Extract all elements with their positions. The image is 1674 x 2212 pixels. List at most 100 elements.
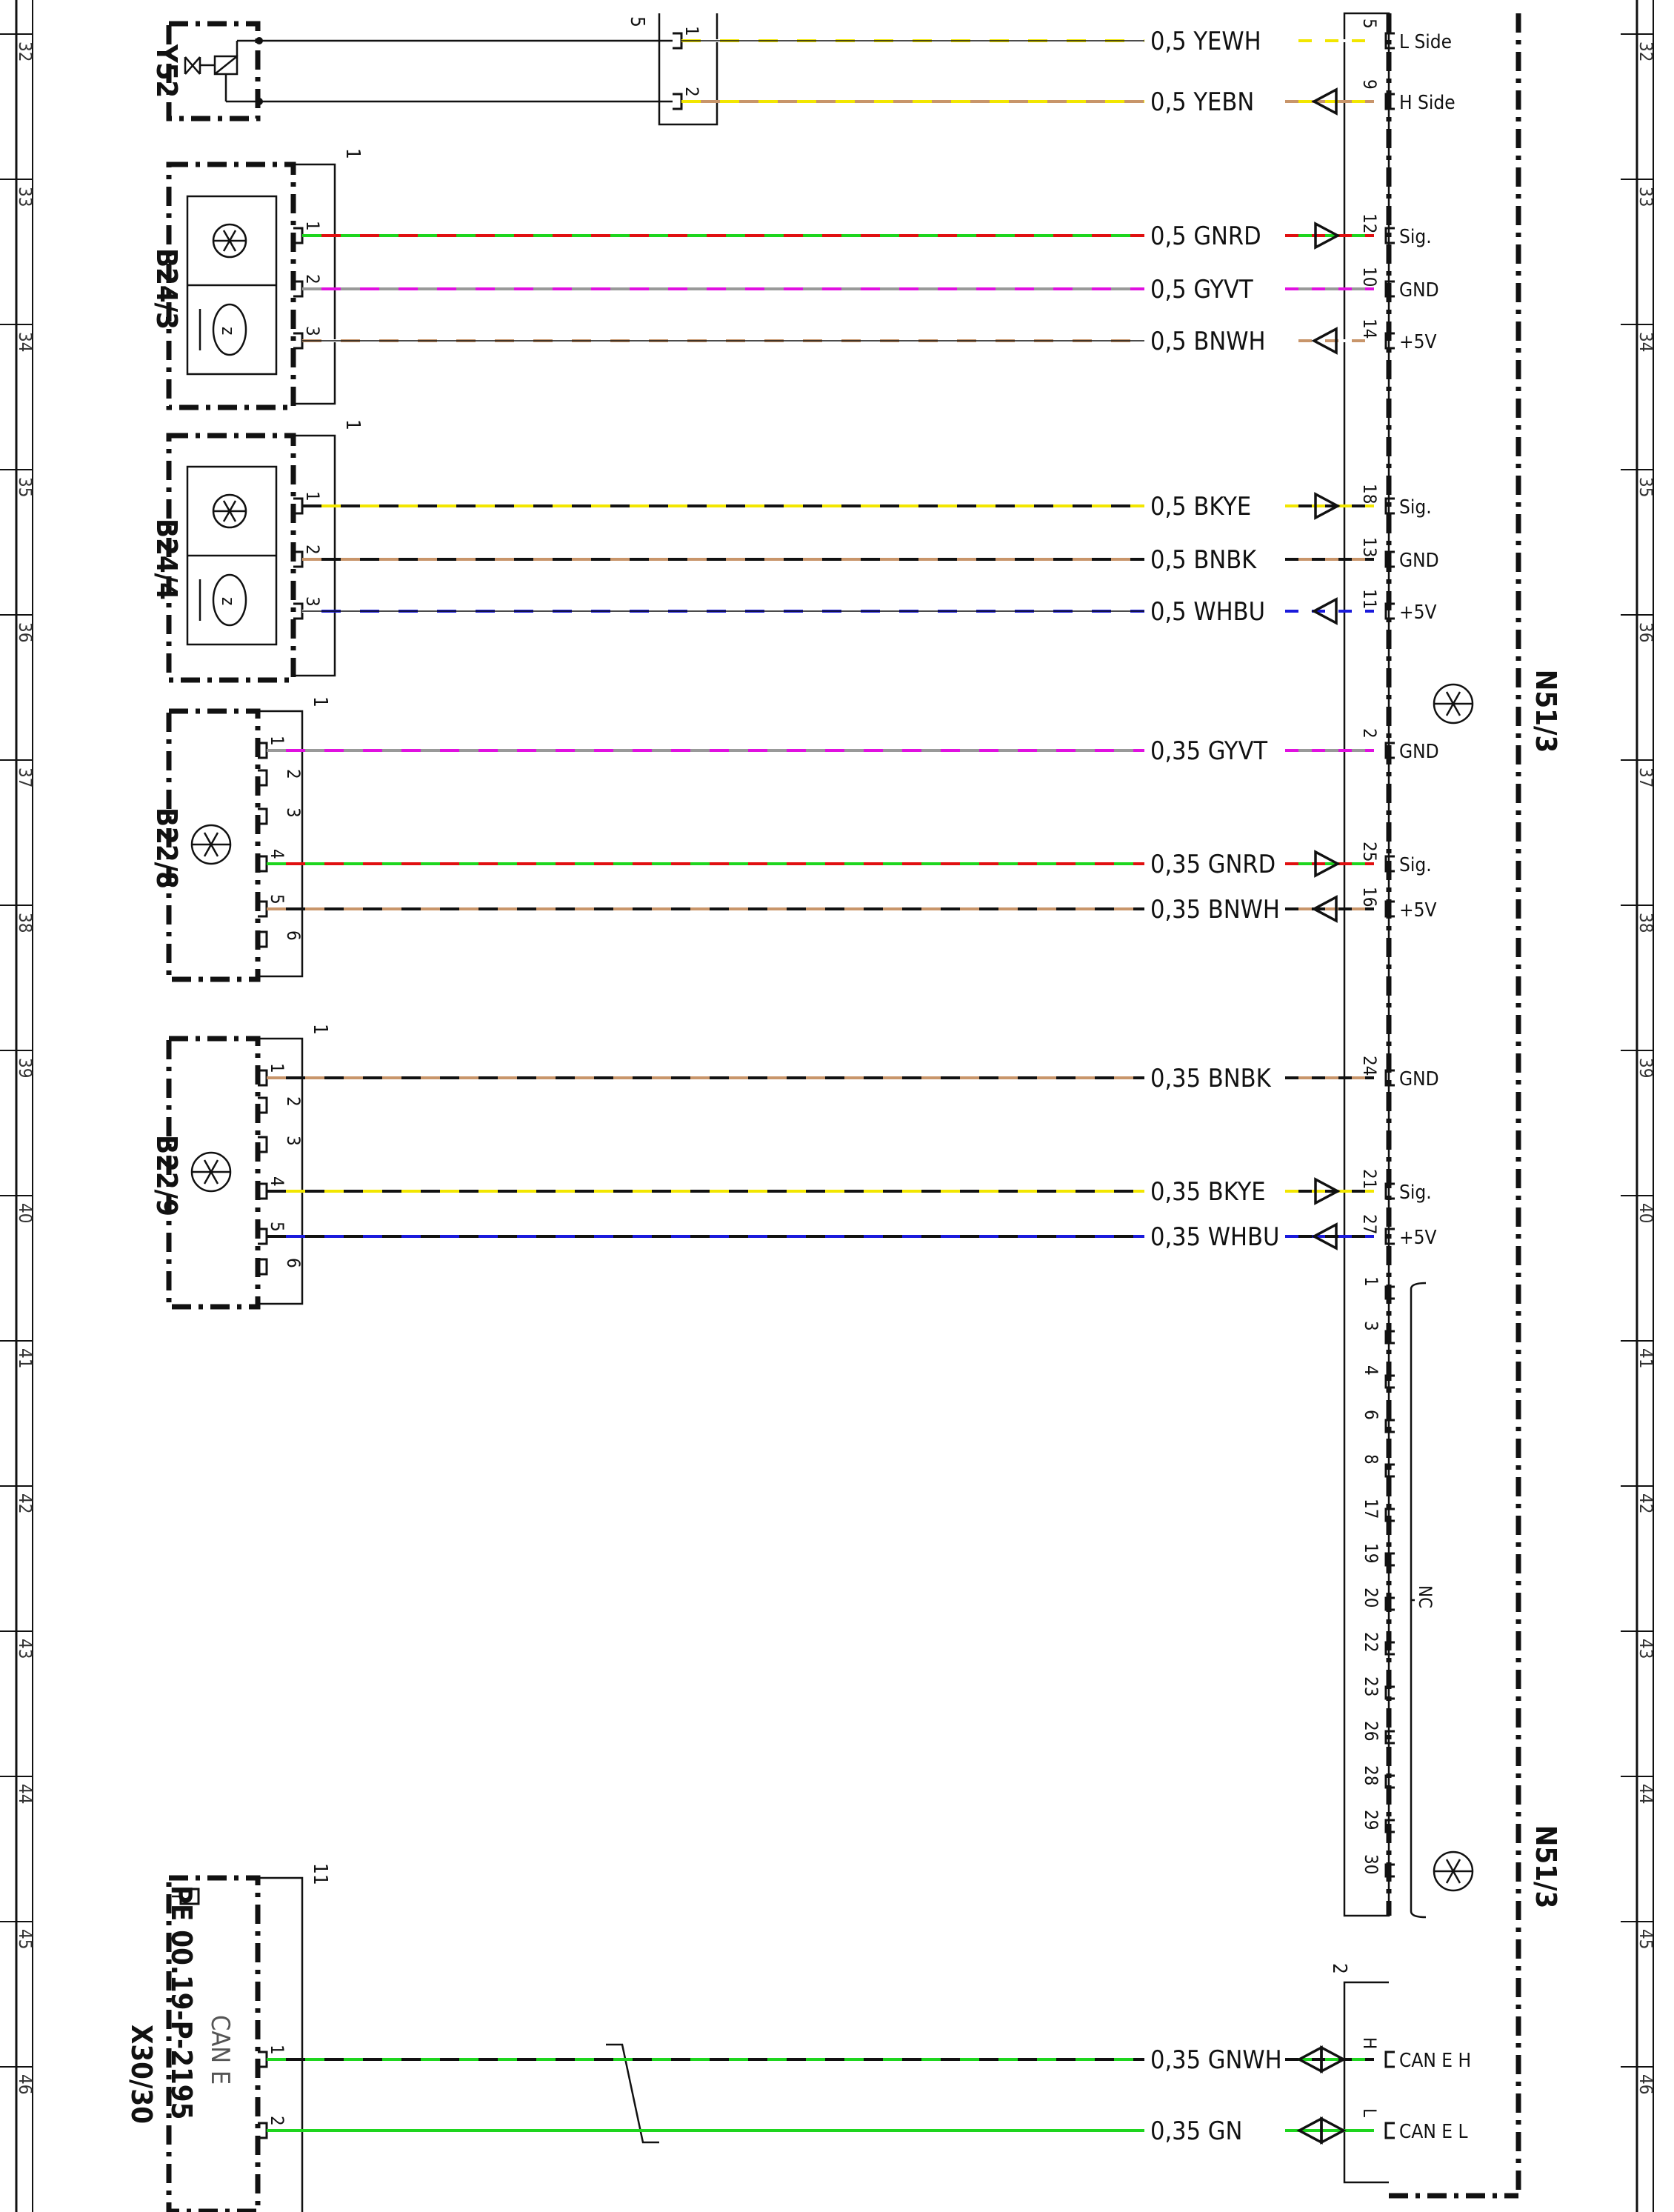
wire-label: 0,5 GNRD	[1150, 221, 1261, 251]
signal-direction-icon	[1296, 2045, 1347, 2073]
pin-function-label: +5V	[1399, 899, 1436, 922]
left-pin-number: 1	[267, 1063, 287, 1073]
signal-direction-icon	[1314, 492, 1341, 520]
sensor-icon	[1433, 683, 1474, 724]
left-pin-number: 6	[283, 1258, 304, 1268]
row-number: 45	[15, 1929, 36, 1949]
right-pin-number: 13	[1359, 537, 1380, 557]
row-number: 34	[1635, 332, 1656, 352]
component-y52[interactable]: Y52	[150, 21, 263, 121]
pin-function-label: GND	[1399, 1068, 1439, 1090]
nc-pin-number: 6	[1361, 1410, 1381, 1420]
pin-function-label: Sig.	[1399, 226, 1432, 248]
right-pin-number: 25	[1359, 842, 1380, 862]
left-pin-number: 5	[267, 1222, 287, 1232]
row-number: 40	[1635, 1203, 1656, 1223]
connector-y52-plug: 5	[259, 13, 718, 126]
signal-direction-icon	[1311, 327, 1338, 355]
row-number: 36	[1635, 622, 1656, 642]
row-number: 33	[1635, 187, 1656, 207]
pin-function-label: Sig.	[1399, 854, 1432, 876]
left-pin-number: 2	[302, 544, 323, 555]
component-label-x30-30: X30/30	[125, 2025, 158, 2124]
right-pin-number: L	[1359, 2108, 1380, 2117]
wire-label: 0,5 WHBU	[1150, 597, 1265, 627]
pin-function-label: GND	[1399, 741, 1439, 763]
wire-label: 0,35 BNBK	[1150, 1064, 1272, 1093]
connector-number-b22-8: 1	[309, 696, 331, 707]
component-b22-9[interactable]: 1 B22/9	[150, 1024, 331, 1310]
row-number: 36	[15, 622, 36, 642]
connector-number-b22-9: 1	[309, 1024, 331, 1035]
component-label-b22-9: B22/9	[150, 1135, 183, 1216]
component-label-b24-3: B24/3	[150, 248, 183, 330]
nc-pin-number: 8	[1361, 1454, 1381, 1465]
left-pin-number: 3	[283, 807, 304, 818]
twisted-pair-mark	[606, 2043, 659, 2144]
left-pin-number: 2	[302, 274, 323, 284]
row-number: 44	[15, 1784, 36, 1804]
nc-pin-number: 1	[1361, 1276, 1381, 1287]
wire-label: 0,35 GN	[1150, 2116, 1242, 2146]
left-pin-number: 4	[267, 849, 287, 859]
row-number: 35	[1635, 477, 1656, 497]
row-number: 32	[1635, 41, 1656, 61]
wire-label: 0,5 GYVT	[1150, 275, 1253, 304]
component-b24-4[interactable]: z 1 B24/4	[150, 419, 364, 683]
module-label-n51-3-lower: N51/3	[1530, 1825, 1562, 1908]
sensor-icon	[190, 1151, 232, 1193]
nc-pin-number: 20	[1361, 1588, 1381, 1608]
right-pin-number: 11	[1359, 589, 1380, 609]
row-number: 34	[15, 332, 36, 352]
component-x30-30[interactable]: 11 X30/30 PE 00.19-P-2195 CAN E	[125, 1863, 659, 2212]
wire-label: 0,5 BNWH	[1150, 327, 1265, 356]
pin-function-label: +5V	[1399, 1227, 1436, 1249]
wire-label: 0,35 BNWH	[1150, 895, 1280, 925]
row-number: 45	[1635, 1929, 1656, 1949]
row-number: 41	[15, 1348, 36, 1368]
sensor-icon	[190, 824, 232, 865]
row-number: 37	[15, 767, 36, 787]
signal-direction-icon	[1311, 87, 1338, 116]
nc-pin-number: 30	[1361, 1854, 1381, 1874]
row-number: 43	[15, 1639, 36, 1659]
right-pin-number: H	[1359, 2037, 1380, 2049]
wire-label: 0,5 YEBN	[1150, 87, 1254, 117]
component-b24-3[interactable]: z 1 B24/3	[150, 148, 364, 410]
sensor-icon	[212, 493, 247, 529]
signal-direction-icon	[1311, 895, 1338, 923]
right-pin-number: 12	[1359, 213, 1380, 233]
nc-pin-number: 22	[1361, 1632, 1381, 1652]
yaw-rate-icon: z	[199, 303, 247, 356]
row-number: 37	[1635, 767, 1656, 787]
wire-label: 0,5 BNBK	[1150, 545, 1257, 575]
left-pin-number: 2	[267, 2116, 287, 2126]
svg-text:z: z	[218, 327, 239, 335]
component-b22-8[interactable]: 1 B22/8	[150, 696, 331, 982]
row-number: 44	[1635, 1784, 1656, 1804]
yaw-rate-icon: z	[199, 573, 247, 627]
pin-function-label: Sig.	[1399, 1182, 1432, 1204]
row-number: 38	[15, 913, 36, 933]
wire-label: 0,5 BKYE	[1150, 492, 1251, 522]
